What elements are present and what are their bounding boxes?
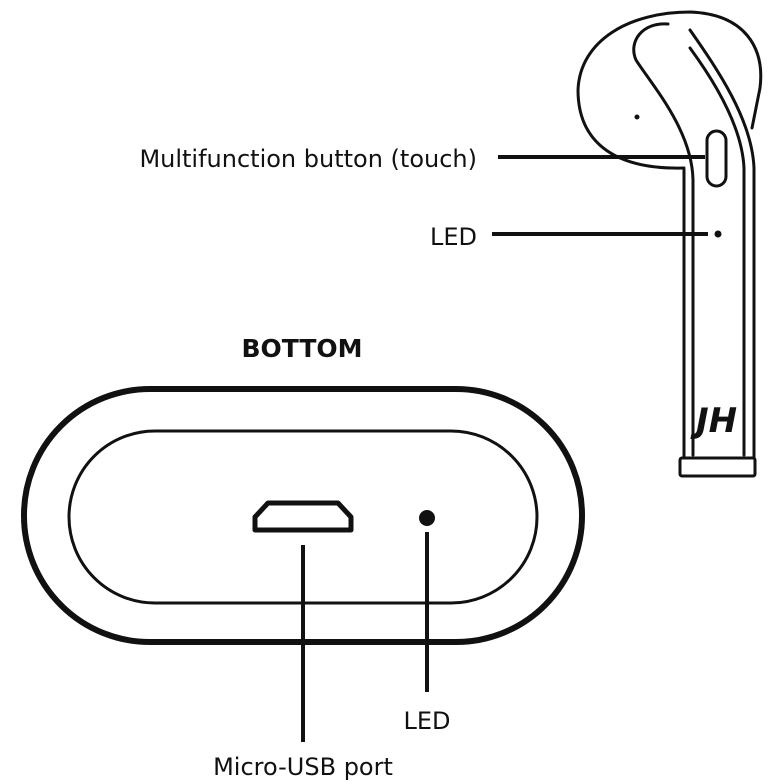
micro-usb-port-shape [252, 500, 354, 533]
earbud-sensor-dot [634, 114, 640, 120]
earbud-led-label: LED [430, 223, 477, 251]
earbud-illustration [576, 10, 763, 478]
multifunction-button-label: Multifunction button (touch) [139, 145, 477, 173]
brand-logo: JH [690, 401, 737, 441]
earbud-led-dot [714, 230, 722, 238]
earbud-head-outline [576, 10, 763, 170]
section-title: BOTTOM [241, 334, 362, 363]
multifunction-button-shape [705, 129, 728, 188]
earbud-inner-contour [632, 22, 695, 457]
case-led-dot [419, 510, 435, 526]
earbud-stem-outline [682, 28, 756, 460]
earbud-tip [678, 456, 757, 478]
brand-logo-mark: JH [690, 401, 737, 441]
earbud-inner-contour-2 [688, 46, 746, 457]
micro-usb-port-label: Micro-USB port [213, 753, 393, 781]
case-led-label: LED [403, 707, 450, 735]
